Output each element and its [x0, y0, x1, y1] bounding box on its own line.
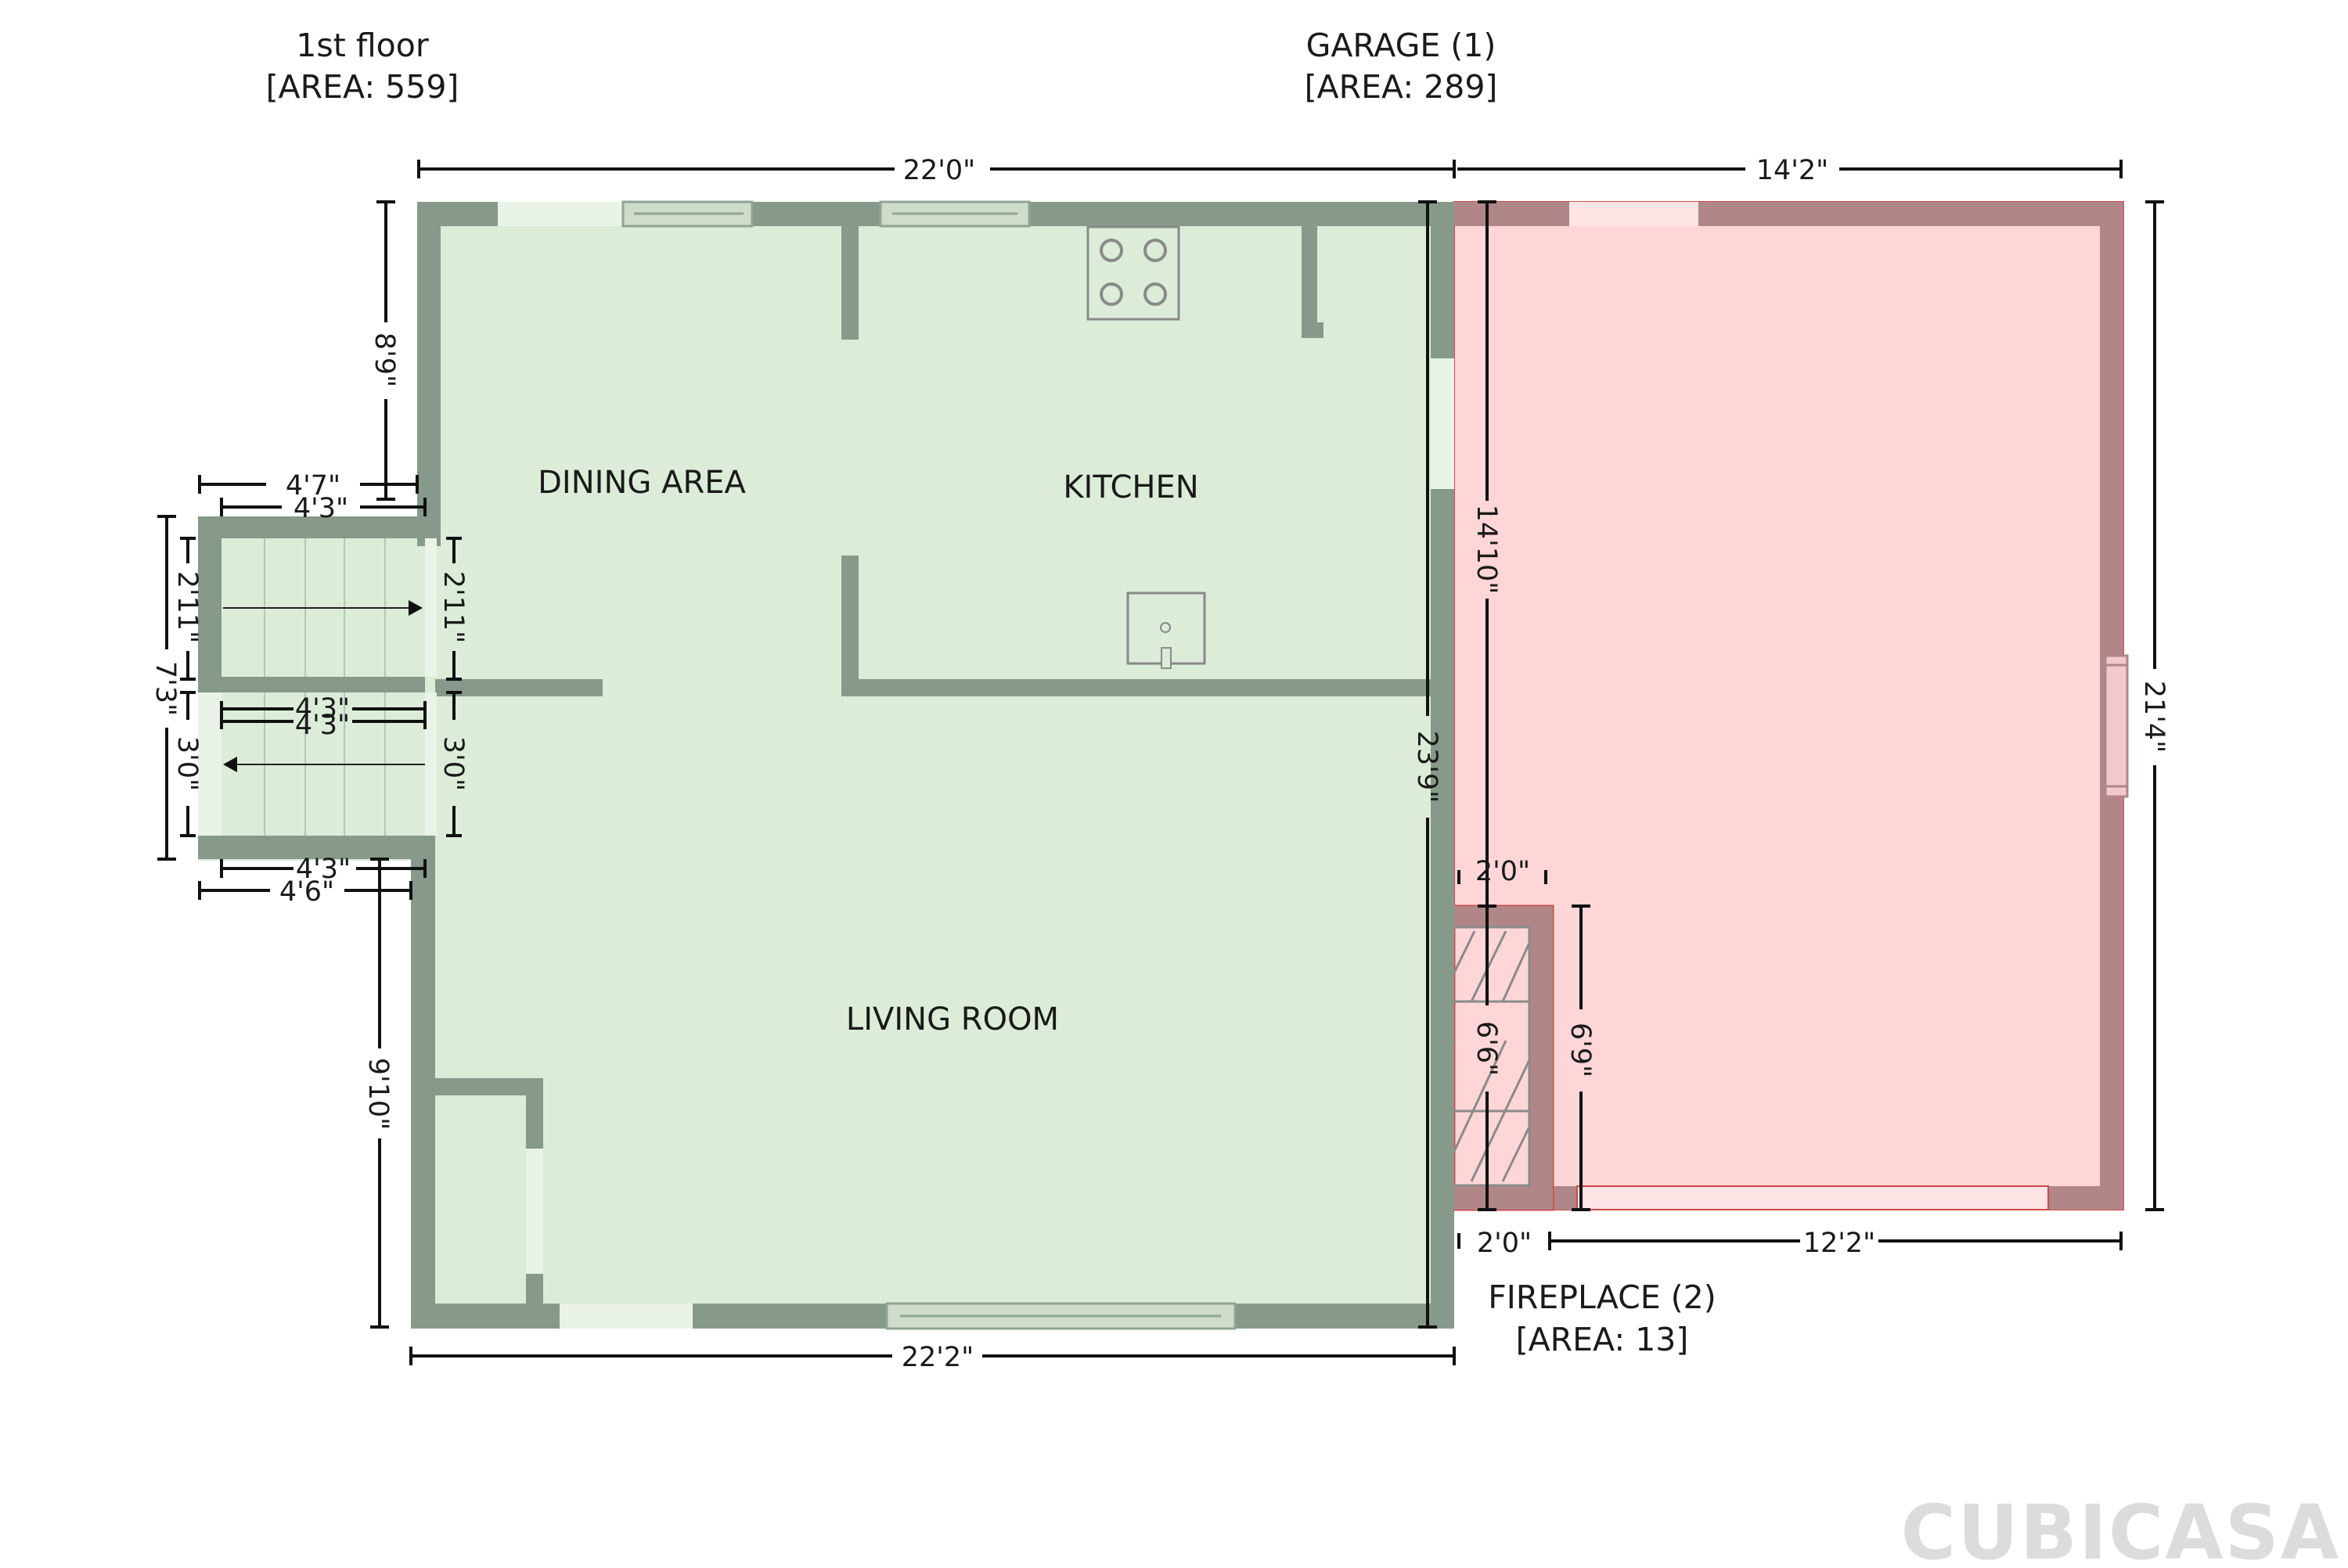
- wall-kitchen-stub-foot: [1302, 322, 1323, 338]
- garage-door-opening: [1576, 1185, 2049, 1210]
- dim-stair-left-lower: 3'0": [171, 736, 203, 791]
- stair-wall-middle: [198, 677, 425, 692]
- stove-icon: [1086, 225, 1180, 321]
- garage-top-window: [1569, 202, 1698, 226]
- dim-fireplace-top: 2'0": [1475, 856, 1530, 887]
- stair-left-lower-opening: [198, 692, 221, 836]
- stair-wall-left-upper: [198, 516, 221, 685]
- dim-left-upper: 8'9": [369, 333, 400, 387]
- dim-top-main: 22'0": [903, 155, 976, 186]
- dimension-lines: [157, 160, 2164, 1365]
- dim-fireplace-bottom: 2'0": [1477, 1228, 1532, 1259]
- dim-stair-mid-b: 4'3": [295, 710, 350, 741]
- dim-left-lower: 9'10": [362, 1058, 394, 1131]
- dim-top-garage: 14'2": [1756, 155, 1829, 186]
- garage-wall-bottom-right: [2048, 1186, 2123, 1210]
- dim-garage-right: 21'4": [2138, 681, 2170, 753]
- dim-stair-right-upper: 2'11": [438, 571, 469, 644]
- opening-right: [1431, 358, 1454, 489]
- room-label-dining: DINING AREA: [538, 465, 746, 501]
- stair-wall-bottom: [198, 836, 435, 859]
- garage-right-window: [2104, 654, 2129, 798]
- wall-right-top: [1431, 202, 1454, 358]
- fireplace-wall-bottom: [1454, 1186, 1553, 1210]
- dim-fireplace-height-inner: 6'6": [1471, 1021, 1502, 1076]
- closet-door-opening: [526, 1149, 543, 1274]
- garage-name: GARAGE (1): [1306, 27, 1496, 64]
- room-label-living: LIVING ROOM: [846, 1002, 1059, 1038]
- fireplace-area: [AREA: 13]: [1516, 1321, 1689, 1358]
- window-bottom-1: [560, 1304, 693, 1329]
- floor-area: [AREA: 559]: [266, 68, 459, 106]
- wall-right-lower: [1431, 489, 1454, 1329]
- dim-garage-bottom: 12'2": [1803, 1228, 1876, 1259]
- garage-area: [AREA: 289]: [1305, 68, 1498, 106]
- closet-wall-right-upper: [526, 1078, 543, 1149]
- window-top-1: [498, 202, 623, 226]
- dim-stair-total: 7'3": [149, 661, 181, 716]
- dim-stair-bottom-inner: 4'3": [296, 854, 351, 885]
- fireplace-name: FIREPLACE (2): [1488, 1278, 1716, 1316]
- stair-arrow-up: [223, 600, 423, 616]
- sink-icon: [1126, 592, 1206, 669]
- dim-garage-inner-left: 14'10": [1471, 505, 1502, 595]
- dim-stair-left-upper: 2'11": [171, 571, 203, 644]
- wall-dining-kitchen-upper: [841, 226, 859, 340]
- stair-right-lower-opening: [425, 692, 437, 836]
- dim-stair-top-outer: 4'7": [286, 470, 340, 502]
- wall-left-lower: [411, 857, 435, 1329]
- dim-bottom-main: 22'2": [902, 1342, 974, 1373]
- closet-wall-top: [435, 1078, 543, 1095]
- fireplace-wall-right: [1529, 906, 1553, 1210]
- fireplace: [1421, 904, 1554, 1211]
- garage-wall-top: [1454, 202, 2123, 226]
- wall-dining-bottom: [435, 679, 603, 696]
- floor-name: 1st floor: [296, 27, 429, 64]
- wall-dining-kitchen-lower: [841, 556, 859, 696]
- stair-wall-top: [198, 516, 425, 538]
- room-label-kitchen: KITCHEN: [1063, 469, 1198, 505]
- stair-right-upper-opening: [425, 538, 437, 677]
- dim-stair-mid-a: 4'3": [295, 693, 350, 725]
- stair-arrow-down: [223, 757, 425, 772]
- closet-wall-right-lower: [526, 1274, 543, 1305]
- dim-stair-top-inner: 4'3": [294, 493, 348, 524]
- wall-kitchen-stub: [1302, 226, 1317, 336]
- garage-area: [1453, 201, 2129, 1210]
- dim-stair-bottom-outer: 4'6": [279, 876, 334, 908]
- wall-kitchen-bottom: [841, 679, 1431, 696]
- wall-left-upper: [417, 202, 441, 546]
- main-floor-fill: [417, 202, 1454, 1329]
- dim-fireplace-height-outer: 6'9": [1565, 1023, 1596, 1077]
- cubicasa-logo: CUBICASA: [1901, 1489, 2340, 1568]
- garage-wall-bottom-left: [1554, 1186, 1577, 1210]
- dim-inner-right-total: 23'9": [1411, 731, 1442, 804]
- garage-floor: [1453, 201, 2124, 1210]
- dim-stair-right-lower: 3'0": [438, 736, 469, 791]
- main-floor: [198, 200, 1454, 1330]
